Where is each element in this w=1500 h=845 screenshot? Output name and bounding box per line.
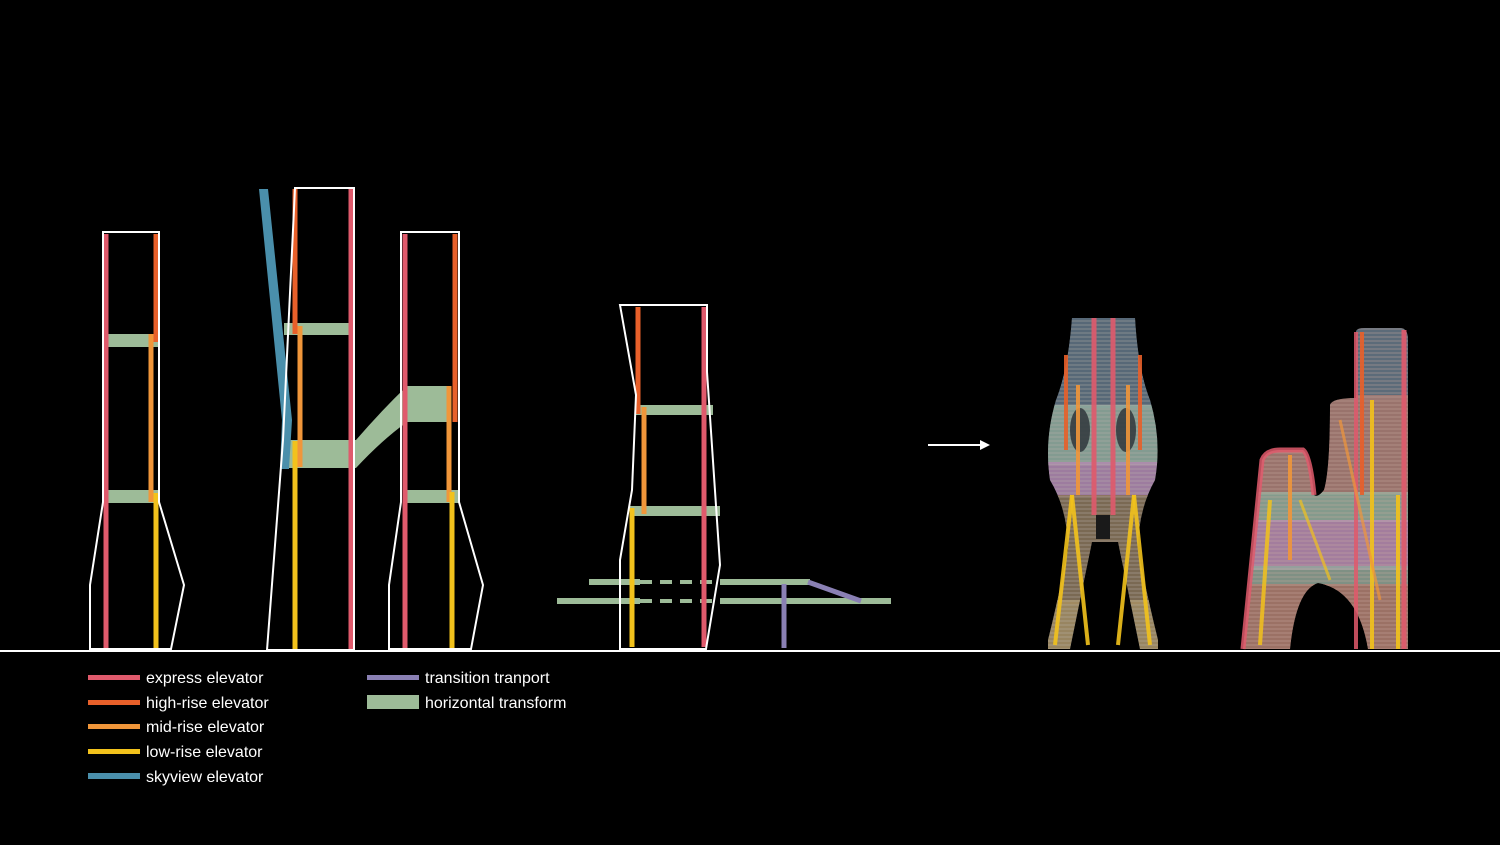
right-arrow-icon <box>928 440 990 450</box>
legend-label-high-rise: high-rise elevator <box>146 695 269 712</box>
tower-3 <box>388 231 485 650</box>
legend-label-horizontal: horizontal transform <box>425 695 566 712</box>
legend-label-low-rise: low-rise elevator <box>146 744 263 761</box>
rendered-tower-b <box>1240 328 1408 650</box>
legend-label-mid-rise: mid-rise elevator <box>146 719 265 736</box>
legend-item-horizontal: horizontal transform <box>367 695 566 712</box>
tower-1-sky-lobby-upper <box>108 334 158 347</box>
legend-item-transition: transition tranport <box>367 670 550 687</box>
tower-3-outline <box>388 231 485 650</box>
legend-item-low-rise: low-rise elevator <box>88 744 263 761</box>
legend-item-mid-rise: mid-rise elevator <box>88 719 265 736</box>
tower-1-outline <box>89 231 186 650</box>
tower-4-transition-ramp <box>807 579 862 604</box>
tower-4 <box>557 304 891 650</box>
tower-2 <box>259 187 447 651</box>
legend: express elevator high-rise elevator mid-… <box>88 670 566 786</box>
tower-2-skyview-elevator <box>259 189 292 469</box>
legend-swatch-mid-rise <box>88 724 140 729</box>
legend-swatch-horizontal <box>367 695 419 709</box>
legend-swatch-express <box>88 675 140 680</box>
legend-item-express: express elevator <box>88 670 264 687</box>
legend-label-express: express elevator <box>146 670 264 687</box>
tower-3-sky-lobby-lower <box>407 490 459 503</box>
tower-4-sky-lobby-lower <box>630 506 720 516</box>
legend-swatch-high-rise <box>88 700 140 705</box>
legend-swatch-skyview <box>88 773 140 779</box>
tower-1-sky-lobby-lower <box>108 490 158 503</box>
legend-swatch-low-rise <box>88 749 140 754</box>
legend-label-transition: transition tranport <box>425 670 550 687</box>
legend-item-high-rise: high-rise elevator <box>88 695 269 712</box>
legend-label-skyview: skyview elevator <box>146 769 264 786</box>
tower-2-skybridge <box>283 386 447 468</box>
tower-4-outline <box>618 304 722 650</box>
tower-1 <box>89 231 186 650</box>
rendered-tower-a <box>1048 318 1158 649</box>
legend-swatch-transition <box>367 675 419 680</box>
tower-4-sky-lobby-upper <box>636 405 713 415</box>
tower-2-outline <box>265 187 355 651</box>
legend-item-skyview: skyview elevator <box>88 769 264 786</box>
